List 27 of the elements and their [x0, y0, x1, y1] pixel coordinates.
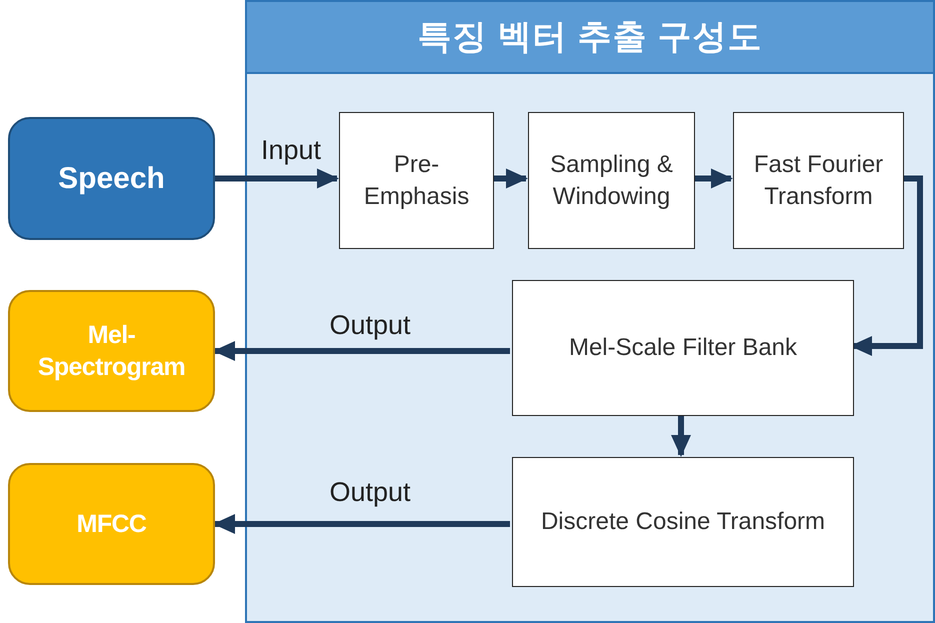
arrow [213, 514, 510, 534]
node-text: Mel- Spectrogram [36, 320, 186, 383]
process-box [512, 280, 854, 416]
terminal-box [8, 463, 215, 585]
terminal-box [8, 117, 215, 240]
edge-label: Input [260, 134, 322, 167]
panel-title: 특징 벡터 추출 구성도 [418, 16, 762, 58]
arrow [671, 414, 691, 457]
edge-label: Output [329, 476, 411, 509]
arrow [213, 341, 510, 361]
process-box [528, 112, 695, 249]
process-box [339, 112, 494, 249]
terminal-box [8, 290, 215, 412]
edge-label: Output [329, 308, 411, 342]
process-box [733, 112, 904, 249]
process-box [512, 457, 854, 587]
node-text: Mel-Scale Filter Bank [568, 333, 798, 364]
node-text: Fast Fourier Transform [752, 150, 884, 212]
arrow [693, 168, 733, 188]
arrow [492, 168, 528, 188]
node-text: Sampling & Windowing [549, 150, 674, 212]
node-text: MFCC [76, 508, 146, 540]
node-text: Discrete Cosine Transform [540, 507, 826, 538]
node-text: Speech [58, 161, 165, 197]
node-text: Pre- Emphasis [362, 150, 470, 212]
arrow [215, 168, 339, 188]
panel [245, 0, 935, 623]
